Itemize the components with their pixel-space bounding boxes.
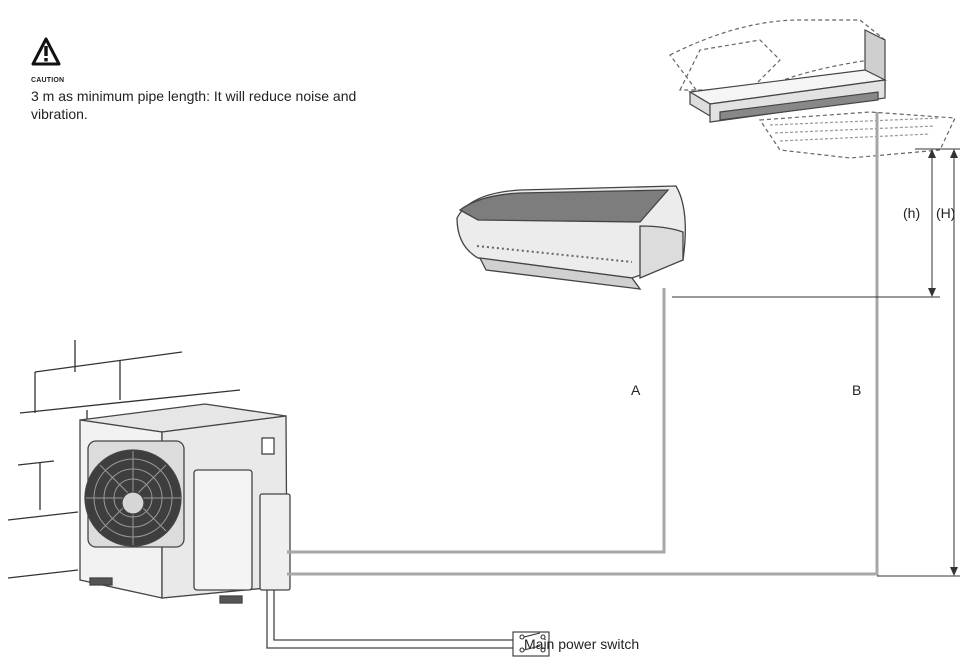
dimension-arrows	[928, 149, 958, 576]
height-h-label: (h)	[903, 205, 921, 221]
height-H-label: (H)	[936, 205, 956, 221]
warning-triangle-icon	[31, 37, 61, 66]
caution-label: CAUTION	[31, 77, 65, 84]
wall-lines	[7, 340, 241, 579]
wall-mounted-indoor-unit	[456, 185, 686, 290]
main-power-switch-label: Main power switch	[524, 636, 640, 652]
caution-note: 3 m as minimum pipe length: It will redu…	[31, 88, 357, 122]
pipe-a	[287, 288, 666, 554]
main-power-switch-icon	[512, 631, 550, 657]
outdoor-unit	[79, 403, 291, 604]
power-cable	[266, 590, 513, 649]
ceiling-duct-indoor-unit	[669, 19, 956, 159]
refrigerant-pipes	[287, 112, 879, 576]
height-reference-lines	[672, 148, 960, 577]
pipe-a-label: A	[631, 382, 641, 398]
pipe-b-label: B	[852, 382, 862, 398]
pipe-b	[287, 112, 879, 576]
